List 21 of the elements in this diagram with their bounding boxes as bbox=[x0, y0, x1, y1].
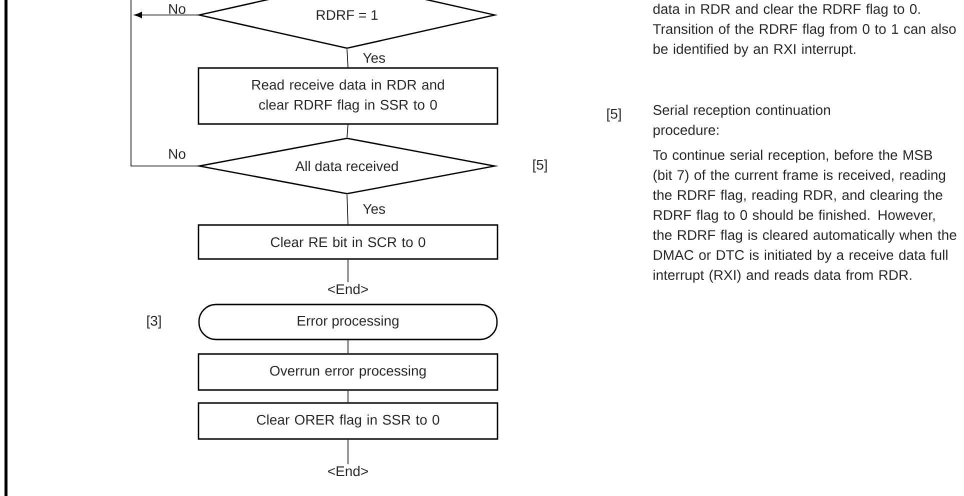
connector bbox=[130, 0, 199, 166]
note-text: To continue serial reception, before the MSB (bit 7) of the current frame is received, reading the RDRF flag, reading RDR, and clearing the RDRF flag to 0 should be finished. However, the RDRF flag is cleared automatically when the DMAC or DTC is initiated by a receive data full interrupt (RXI) and reads data from RDR. bbox=[652, 150, 956, 283]
process-box: Overrun error processing bbox=[198, 353, 498, 391]
edge-label: No bbox=[169, 4, 186, 14]
process-box: Clear RE bit in SCR to 0 bbox=[198, 224, 498, 260]
step-number: [5] bbox=[607, 108, 621, 122]
step-number: [3] bbox=[147, 315, 161, 329]
note-heading: Serial reception continuation procedure: bbox=[653, 104, 830, 138]
process-box: Clear ORER flag in SSR to 0 bbox=[198, 402, 498, 440]
connector bbox=[134, 12, 199, 18]
edge-label: Yes bbox=[363, 204, 386, 214]
note-text: data in RDR and clear the RDRF flag to 0. Transition of the RDRF flag from 0 to 1 can also be identified by an RXI interrupt. bbox=[653, 4, 956, 57]
connector bbox=[346, 48, 348, 68]
step-number: [5] bbox=[533, 159, 547, 173]
end-label: <End> bbox=[328, 466, 368, 476]
connector bbox=[346, 194, 348, 225]
edge-label: No bbox=[169, 149, 186, 159]
connector bbox=[346, 124, 348, 138]
end-label: <End> bbox=[328, 284, 368, 294]
process-box: Read receive data in RDR and clear RDRF flag in SSR to 0 bbox=[198, 67, 498, 125]
edge-label: Yes bbox=[363, 53, 386, 63]
